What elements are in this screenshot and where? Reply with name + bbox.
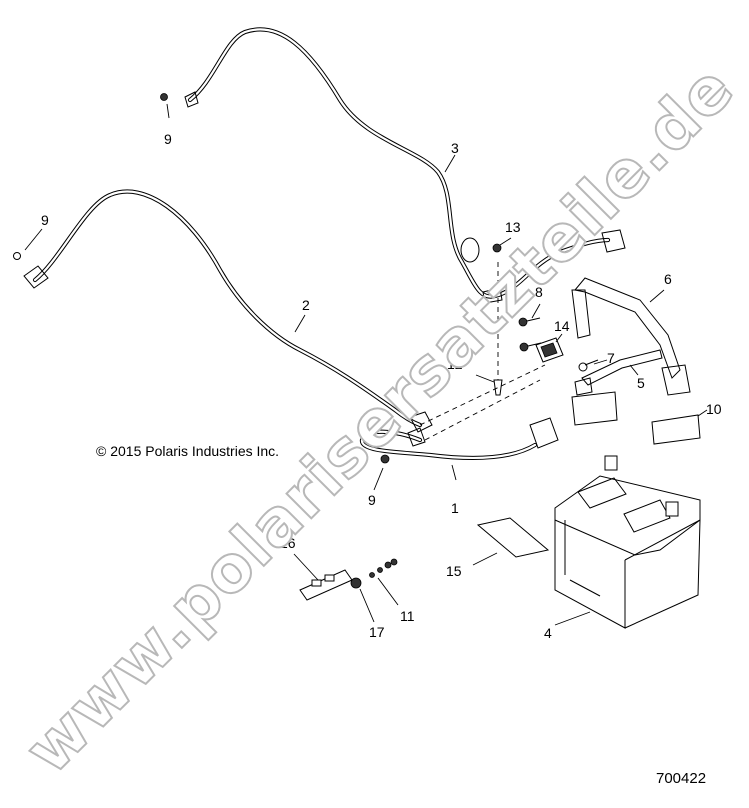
bracket-14 <box>535 337 564 363</box>
cable-3 <box>184 27 626 304</box>
callout-1: 1 <box>451 500 459 516</box>
callout-4: 4 <box>544 625 552 641</box>
callout-2: 2 <box>302 297 310 313</box>
callout-5: 5 <box>637 375 645 391</box>
callout-3: 3 <box>451 140 459 156</box>
callout-9-left: 9 <box>41 212 49 228</box>
washer-17 <box>350 577 362 589</box>
label-10 <box>571 391 701 445</box>
callout-15: 15 <box>446 563 462 579</box>
callout-7: 7 <box>607 350 615 366</box>
cable-1 <box>359 417 559 461</box>
callout-17: 17 <box>369 624 385 640</box>
copyright-notice: © 2015 Polaris Industries Inc. <box>96 443 280 459</box>
nut-9-left <box>13 252 21 260</box>
callout-11: 11 <box>400 608 415 624</box>
bolt-7 <box>578 359 599 372</box>
assembly-guide-lines <box>419 262 546 441</box>
nut-13 <box>492 243 502 253</box>
callouts: 3 2 1 4 5 6 7 8 9 9 9 10 11 12 13 14 15 … <box>41 131 722 641</box>
nut-9-lower <box>380 454 390 464</box>
callout-6: 6 <box>664 271 672 287</box>
callout-12: 12 <box>447 356 463 372</box>
nut-11 <box>369 558 398 578</box>
decal-15 <box>476 517 550 558</box>
cable-2 <box>23 189 433 433</box>
callout-16: 16 <box>280 535 296 551</box>
battery-strap-5 <box>574 349 663 396</box>
callout-9-upper: 9 <box>164 131 172 147</box>
battery-4 <box>554 455 701 629</box>
drawing-number: 700422 <box>656 770 707 787</box>
callout-14: 14 <box>554 318 570 334</box>
bolt-8 <box>518 317 542 352</box>
leader-lines <box>24 103 708 626</box>
callout-13: 13 <box>505 219 521 235</box>
battery-strap-6 <box>571 277 691 396</box>
clip-12 <box>493 379 503 396</box>
nut-9-upper <box>160 93 168 101</box>
callout-10: 10 <box>706 401 722 417</box>
fuse-block-16 <box>299 569 353 601</box>
callout-8: 8 <box>535 284 543 300</box>
callout-9-lower: 9 <box>368 492 376 508</box>
